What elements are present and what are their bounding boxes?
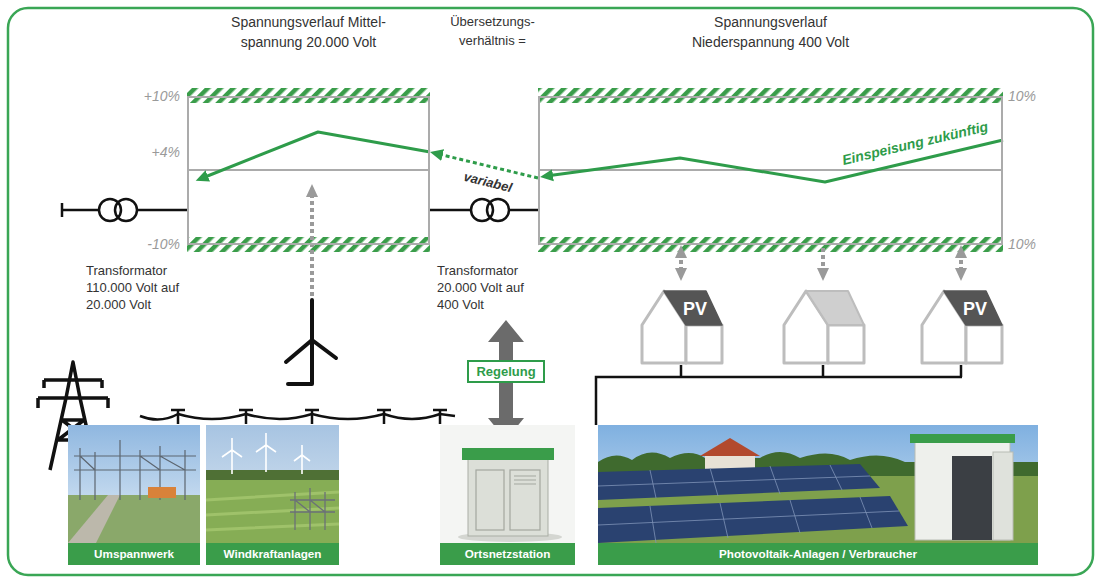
percent-label: -10% — [118, 236, 180, 252]
pv-roof — [944, 291, 1002, 325]
overhead-line — [140, 414, 455, 420]
house-wall — [828, 325, 864, 363]
photo-road — [68, 495, 120, 543]
label-holder: Transformator 20.000 Volt auf 400 Volt — [437, 262, 542, 313]
house-outline — [638, 281, 724, 365]
photo-ground — [440, 425, 575, 543]
photo-ground — [68, 495, 200, 543]
house-roof — [806, 291, 864, 325]
caption-bar: Photovoltaik-Anlagen / Verbraucher — [598, 543, 1038, 565]
kiosk-body — [468, 458, 548, 536]
pv-house: PV — [918, 281, 1004, 365]
windfarm-photo — [206, 425, 339, 543]
pv-roof — [664, 291, 722, 325]
kiosk-door — [993, 452, 1013, 540]
house-wall — [966, 325, 1002, 363]
control-label: Regelung — [476, 363, 535, 380]
kiosk-opening — [952, 456, 992, 540]
wire — [62, 209, 99, 212]
roof-label: PV — [962, 299, 988, 319]
photo-sky — [68, 425, 200, 543]
percent-label: +10% — [118, 88, 180, 104]
consumption-arrow — [821, 248, 825, 271]
pv-house: PV — [638, 281, 724, 365]
caption-bar: Windkraftanlagen — [206, 543, 339, 565]
photo-furrows — [206, 492, 339, 530]
percent-label: 10% — [1008, 236, 1058, 252]
kiosk-roof — [910, 434, 1015, 443]
pv-photo — [598, 425, 1038, 543]
percent-label: 10% — [1008, 88, 1058, 104]
house-outline — [918, 281, 1004, 365]
edge-label-holder: variabel — [462, 169, 513, 195]
feed-arrow — [310, 194, 314, 296]
label-holder: Übersetzungs- verhältnis = — [440, 12, 545, 50]
transformer-symbol — [487, 199, 509, 221]
ratio-label: Übersetzungs- verhältnis = — [440, 12, 545, 50]
caption-text: Umspannwerk — [68, 543, 200, 565]
panel-heading: Spannungsverlauf Mittel- spannung 20.000… — [209, 12, 409, 52]
voltage-panel: Spannungsverlauf Mittel- spannung 20.000… — [187, 96, 430, 245]
label-holder: Einspeisung zukünftig — [840, 118, 989, 168]
wire — [137, 209, 187, 212]
kiosk-door — [510, 470, 540, 530]
photo-sky — [206, 425, 339, 543]
wind-turbine-icon — [286, 300, 336, 384]
label-holder: +4% — [118, 144, 180, 160]
photo-sky — [598, 425, 1038, 543]
photo-field — [206, 480, 339, 543]
kiosk-vent — [514, 476, 536, 484]
wire — [430, 209, 471, 212]
connector-arrow — [679, 255, 683, 271]
control-box: Regelung — [467, 360, 544, 383]
nominal-line — [538, 169, 1003, 171]
label-holder: -10% — [118, 236, 180, 252]
solar-panels — [598, 496, 908, 543]
connector-arrow — [959, 255, 963, 271]
panel-heading: Spannungsverlauf Niederspannung 400 Volt — [671, 12, 871, 52]
kiosk-roof — [462, 448, 554, 460]
photo-roof — [700, 438, 760, 456]
transformer-symbol — [115, 199, 137, 221]
transformer-label: Transformator 110.000 Volt auf 20.000 Vo… — [86, 262, 201, 313]
panel-grid — [598, 465, 899, 543]
curve-label: Einspeisung zukünftig — [840, 118, 989, 168]
caption-text: Photovoltaik-Anlagen / Verbraucher — [598, 543, 1038, 565]
kiosk-door — [476, 470, 504, 530]
grid-wire — [596, 365, 962, 425]
voltage-curve — [205, 132, 430, 177]
photo-building — [148, 487, 176, 498]
substation-photo — [68, 425, 200, 543]
label-holder: +10% — [118, 88, 180, 104]
solar-panels — [598, 464, 880, 500]
outer-frame — [8, 8, 1093, 575]
photo-lattice — [74, 440, 196, 500]
photo-turbines — [222, 433, 310, 474]
edge-label: variabel — [462, 169, 513, 195]
caption-bar: Umspannwerk — [68, 543, 200, 565]
wire — [509, 209, 538, 212]
caption-bar: Ortsnetzstation — [440, 543, 575, 565]
percent-label: +4% — [118, 144, 180, 160]
photo-substation — [290, 488, 335, 530]
label-holder: 10% — [1008, 88, 1058, 104]
consumer-house — [784, 291, 864, 363]
label-holder: Transformator 110.000 Volt auf 20.000 Vo… — [86, 262, 201, 313]
voltage-panel: Spannungsverlauf Niederspannung 400 Volt — [538, 96, 1003, 245]
caption-text: Windkraftanlagen — [206, 543, 339, 565]
roof-label: PV — [682, 299, 708, 319]
caption-text: Ortsnetzstation — [440, 543, 575, 565]
kiosk-photo — [440, 425, 575, 543]
house-wall — [686, 325, 722, 363]
label-holder: 10% — [1008, 236, 1058, 252]
line-posts — [171, 410, 447, 424]
wire-end — [61, 203, 64, 217]
transformer-label: Transformator 20.000 Volt auf 400 Volt — [437, 262, 542, 313]
